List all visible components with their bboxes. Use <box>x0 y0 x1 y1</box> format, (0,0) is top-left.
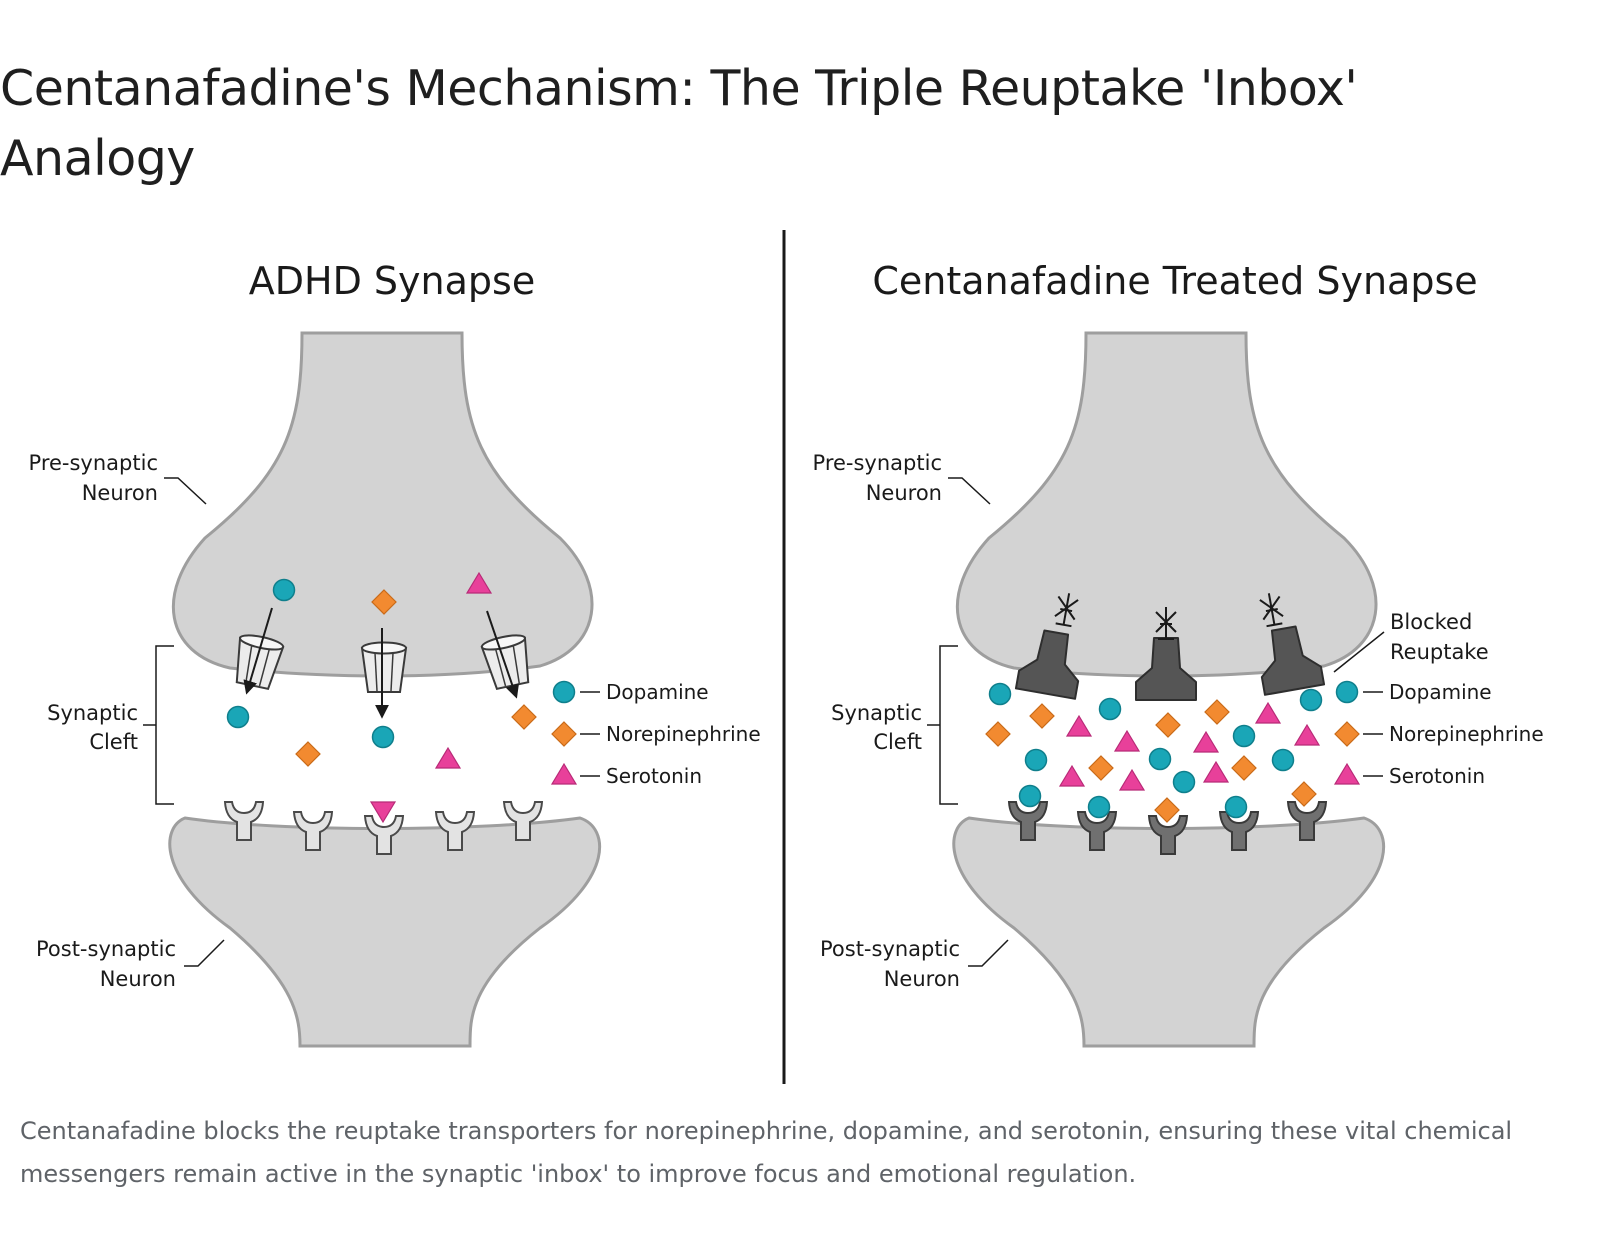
synapse-diagram: ADHD Synapse Pre-synaptic Neuron Synapti… <box>29 230 1544 1084</box>
right-synaptic-cleft-label-line1: Synaptic <box>831 701 922 725</box>
norepinephrine-molecule <box>295 741 321 767</box>
dopamine-molecule <box>1018 784 1042 808</box>
left-pre-synaptic-leader <box>164 477 207 505</box>
legend-serotonin-label: Serotonin <box>606 764 702 788</box>
norepinephrine-molecule <box>1088 755 1114 781</box>
left-reuptake-arrow <box>243 607 273 695</box>
left-reuptake-transporter <box>479 631 536 692</box>
adhd-synapse-panel: ADHD Synapse Pre-synaptic Neuron Synapti… <box>29 259 761 1048</box>
left-pre-synaptic-label-line2: Neuron <box>82 481 158 505</box>
blocked-reuptake-label-line2: Reuptake <box>1390 640 1489 664</box>
dopamine-molecule <box>1172 770 1196 794</box>
norepinephrine-molecule <box>985 721 1011 747</box>
serotonin-molecule <box>1114 730 1140 752</box>
norepinephrine-molecule <box>1155 712 1181 738</box>
page-title: Centanafadine's Mechanism: The Triple Re… <box>0 60 1358 187</box>
dopamine-molecule <box>272 578 296 602</box>
serotonin-molecule <box>1119 769 1145 791</box>
right-post-synaptic-label-line1: Post-synaptic <box>820 937 960 961</box>
dopamine-molecule <box>1098 697 1122 721</box>
legend-dopamine-label: Dopamine <box>1389 680 1492 704</box>
dopamine-molecule <box>988 682 1012 706</box>
centanafadine-synapse-panel: Centanafadine Treated Synapse Pre-synapt… <box>813 259 1544 1048</box>
right-synaptic-cleft-label-line2: Cleft <box>873 730 922 754</box>
left-synaptic-cleft-label-line1: Synaptic <box>47 701 138 725</box>
dopamine-molecule <box>1271 748 1295 772</box>
left-post-synaptic-label-line1: Post-synaptic <box>36 937 176 961</box>
left-pre-synaptic-label-line1: Pre-synaptic <box>29 451 158 475</box>
right-post-synaptic-leader <box>968 939 1009 967</box>
right-synaptic-cleft-bracket <box>927 645 958 805</box>
serotonin-molecule <box>369 801 397 824</box>
left-synaptic-cleft-label-line2: Cleft <box>89 730 138 754</box>
left-synaptic-cleft-bracket <box>143 645 174 805</box>
legend-serotonin-label: Serotonin <box>1389 764 1485 788</box>
dopamine-molecule <box>1299 688 1323 712</box>
dopamine-molecule <box>1024 748 1048 772</box>
dopamine-molecule <box>371 725 395 749</box>
right-legend: Dopamine Norepinephrine Serotonin <box>1334 680 1544 788</box>
serotonin-molecule <box>1193 731 1219 753</box>
dopamine-molecule <box>1148 747 1172 771</box>
legend-norepinephrine-icon <box>551 721 577 747</box>
adhd-panel-title: ADHD Synapse <box>249 259 535 303</box>
legend-dopamine-icon <box>1335 680 1359 704</box>
right-post-synaptic-label-line2: Neuron <box>884 967 960 991</box>
dopamine-molecule <box>226 705 250 729</box>
left-reuptake-transporter <box>361 641 407 693</box>
right-pre-synaptic-label-line1: Pre-synaptic <box>813 451 942 475</box>
dopamine-molecule <box>1224 795 1248 819</box>
norepinephrine-molecule <box>511 704 537 730</box>
legend-serotonin-icon <box>551 763 577 785</box>
blocked-reuptake-label-line1: Blocked <box>1390 610 1472 634</box>
serotonin-molecule <box>1066 715 1092 737</box>
norepinephrine-molecule <box>1231 755 1257 781</box>
norepinephrine-molecule <box>1204 699 1230 725</box>
blocked-reuptake-leader <box>1333 631 1385 673</box>
serotonin-molecule <box>435 747 461 769</box>
left-post-synaptic-leader <box>184 939 225 967</box>
norepinephrine-molecule <box>1029 703 1055 729</box>
legend-dopamine-icon <box>552 680 576 704</box>
left-legend: Dopamine Norepinephrine Serotonin <box>551 680 761 788</box>
serotonin-molecule <box>1203 761 1229 783</box>
left-reuptake-arrow <box>486 610 520 699</box>
legend-serotonin-icon <box>1334 763 1360 785</box>
right-pre-synaptic-label-line2: Neuron <box>866 481 942 505</box>
left-pre-synaptic-neuron <box>171 331 594 678</box>
treated-panel-title: Centanafadine Treated Synapse <box>872 259 1477 303</box>
right-pre-synaptic-leader <box>948 477 991 505</box>
dopamine-molecule <box>1232 724 1256 748</box>
figure-caption: Centanafadine blocks the reuptake transp… <box>20 1117 1513 1188</box>
legend-norepinephrine-label: Norepinephrine <box>606 722 761 746</box>
dopamine-molecule <box>1087 795 1111 819</box>
legend-norepinephrine-icon <box>1334 721 1360 747</box>
legend-norepinephrine-label: Norepinephrine <box>1389 722 1544 746</box>
serotonin-molecule <box>1294 724 1320 746</box>
left-reuptake-transporter <box>229 631 286 692</box>
left-post-synaptic-label-line2: Neuron <box>100 967 176 991</box>
serotonin-molecule <box>1059 765 1085 787</box>
serotonin-molecule <box>1255 702 1281 724</box>
legend-dopamine-label: Dopamine <box>606 680 709 704</box>
norepinephrine-molecule <box>1154 797 1180 823</box>
